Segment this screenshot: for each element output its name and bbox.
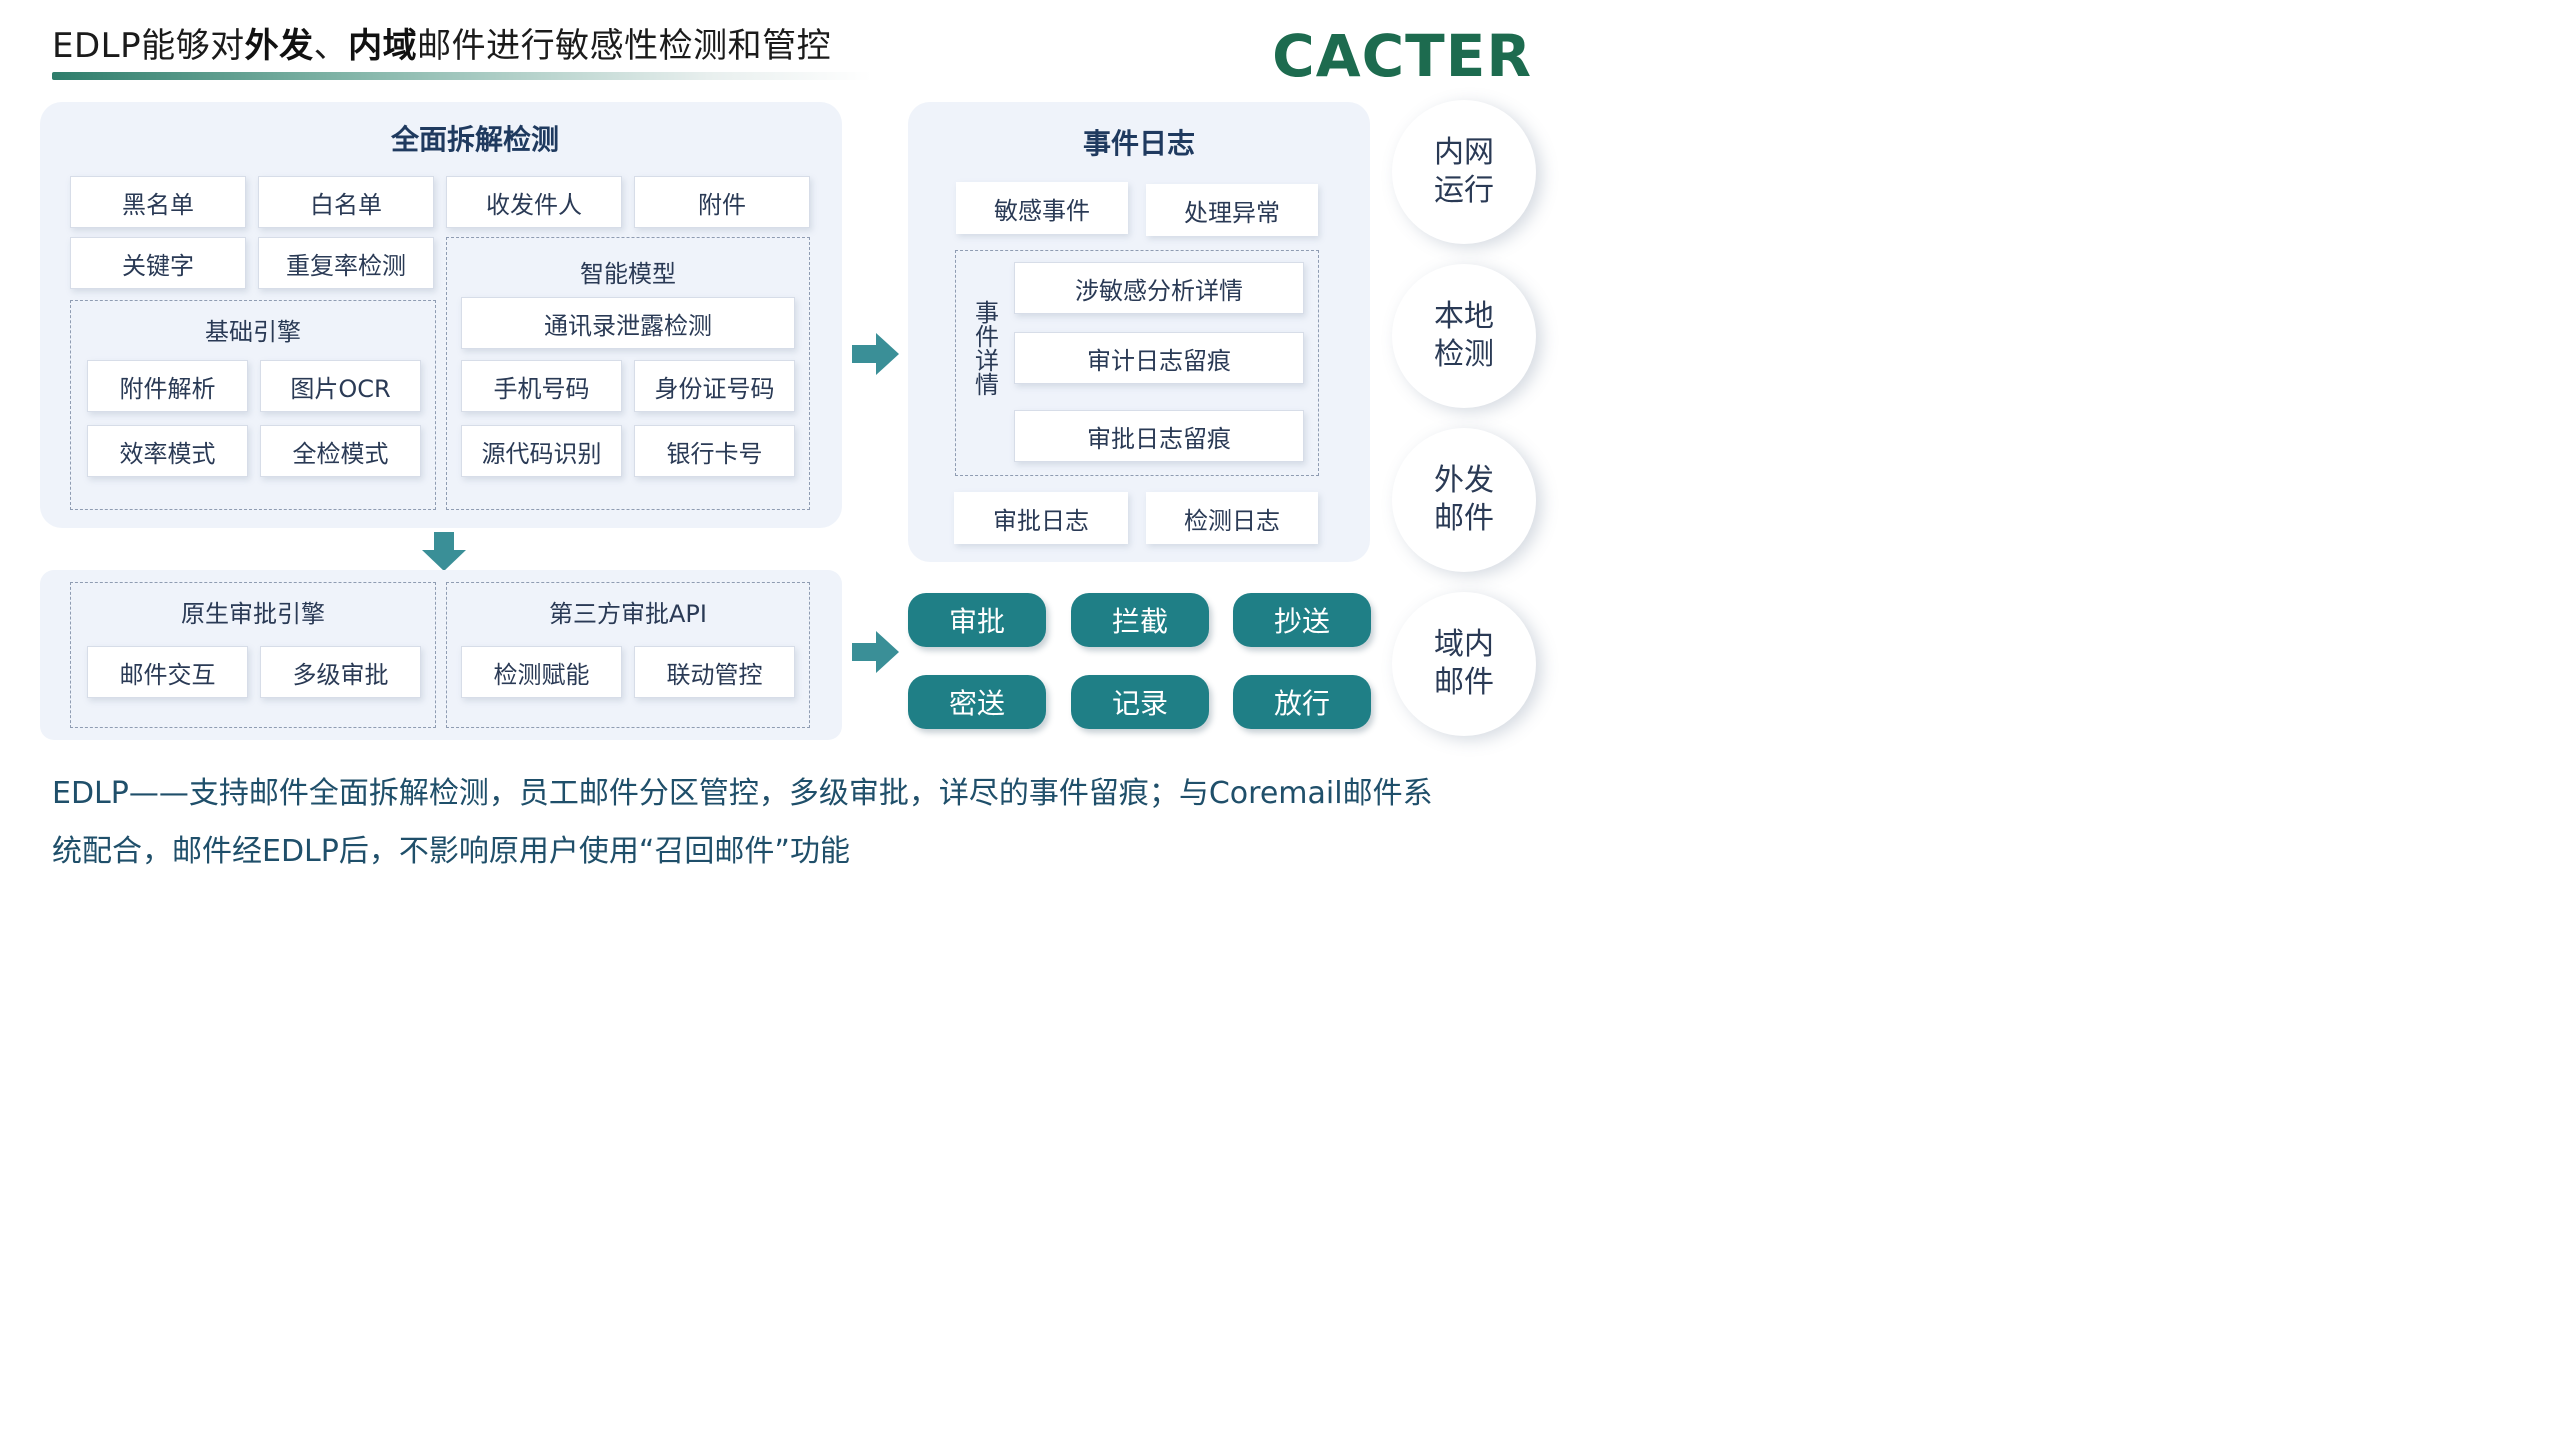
keyword-box: 关键字 bbox=[70, 237, 246, 289]
event-detail-label-text: 事件详情 bbox=[970, 300, 999, 396]
basic-engine-group bbox=[70, 300, 436, 510]
processing-exception-box: 处理异常 bbox=[1146, 184, 1318, 236]
page-title: EDLP能够对外发、内域邮件进行敏感性检测和管控 bbox=[52, 18, 831, 67]
title-underline bbox=[52, 72, 872, 80]
attachment-parse-box: 附件解析 bbox=[87, 360, 248, 412]
right-arrow-icon bbox=[852, 630, 900, 674]
scenario-intranet: 内网 运行 bbox=[1392, 100, 1536, 244]
audit-log-trace-box: 审计日志留痕 bbox=[1014, 332, 1304, 384]
smart-model-title: 智能模型 bbox=[580, 260, 676, 288]
source-code-box: 源代码识别 bbox=[461, 425, 622, 477]
title-separator: 、 bbox=[313, 26, 349, 66]
scenario-local-detect: 本地 检测 bbox=[1392, 264, 1536, 408]
title-bold-internal: 内域 bbox=[348, 26, 418, 66]
approve-button[interactable]: 审批 bbox=[908, 593, 1046, 647]
scenario-outbound-mail: 外发 邮件 bbox=[1392, 428, 1536, 572]
detection-panel-title: 全面拆解检测 bbox=[390, 123, 559, 156]
scenario-outbound-mail-label: 外发 邮件 bbox=[1434, 463, 1494, 536]
attachment-box: 附件 bbox=[634, 176, 810, 228]
scenario-local-detect-label: 本地 检测 bbox=[1434, 299, 1494, 372]
approval-log-box: 审批日志 bbox=[954, 492, 1128, 544]
native-approval-group bbox=[70, 582, 436, 728]
third-party-api-title: 第三方审批API bbox=[549, 600, 707, 628]
right-arrow-icon bbox=[852, 332, 900, 376]
sender-receiver-box: 收发件人 bbox=[446, 176, 622, 228]
scenario-internal-mail: 域内 邮件 bbox=[1392, 592, 1536, 736]
third-party-api-group bbox=[446, 582, 810, 728]
record-button[interactable]: 记录 bbox=[1071, 675, 1209, 729]
scenario-intranet-label: 内网 运行 bbox=[1434, 135, 1494, 208]
efficiency-mode-box: 效率模式 bbox=[87, 425, 248, 477]
full-check-mode-box: 全检模式 bbox=[260, 425, 421, 477]
bank-card-box: 银行卡号 bbox=[634, 425, 795, 477]
mail-interaction-box: 邮件交互 bbox=[87, 646, 248, 698]
detect-empower-box: 检测赋能 bbox=[461, 646, 622, 698]
id-number-box: 身份证号码 bbox=[634, 360, 795, 412]
image-ocr-box: 图片OCR bbox=[260, 360, 421, 412]
multi-level-approval-box: 多级审批 bbox=[260, 646, 421, 698]
duplicate-rate-box: 重复率检测 bbox=[258, 237, 434, 289]
contact-leak-box: 通讯录泄露检测 bbox=[461, 297, 795, 349]
whitelist-box: 白名单 bbox=[258, 176, 434, 228]
basic-engine-title: 基础引擎 bbox=[205, 318, 301, 346]
approval-log-trace-box: 审批日志留痕 bbox=[1014, 410, 1304, 462]
release-button[interactable]: 放行 bbox=[1233, 675, 1371, 729]
event-detail-label: 事件详情 bbox=[964, 300, 1004, 396]
footer-line-2: 统配合，邮件经EDLP后，不影响原用户使用“召回邮件”功能 bbox=[52, 834, 850, 869]
sensitive-analysis-detail-box: 涉敏感分析详情 bbox=[1014, 262, 1304, 314]
event-log-title: 事件日志 bbox=[1082, 127, 1195, 160]
footer-line-1: EDLP——支持邮件全面拆解检测，员工邮件分区管控，多级审批，详尽的事件留痕；与… bbox=[52, 776, 1433, 811]
native-approval-title: 原生审批引擎 bbox=[181, 600, 325, 628]
title-prefix: EDLP能够对 bbox=[52, 26, 245, 66]
brand-logo: CACTER bbox=[1272, 22, 1532, 90]
blacklist-box: 黑名单 bbox=[70, 176, 246, 228]
cc-button[interactable]: 抄送 bbox=[1233, 593, 1371, 647]
down-arrow-icon bbox=[421, 532, 467, 572]
phone-number-box: 手机号码 bbox=[461, 360, 622, 412]
event-detail-group bbox=[955, 250, 1319, 476]
smart-model-group bbox=[446, 237, 810, 510]
intercept-button[interactable]: 拦截 bbox=[1071, 593, 1209, 647]
detection-log-box: 检测日志 bbox=[1146, 492, 1318, 544]
linkage-control-box: 联动管控 bbox=[634, 646, 795, 698]
title-bold-outbound: 外发 bbox=[244, 26, 314, 66]
scenario-internal-mail-label: 域内 邮件 bbox=[1434, 627, 1494, 700]
bcc-button[interactable]: 密送 bbox=[908, 675, 1046, 729]
title-suffix: 邮件进行敏感性检测和管控 bbox=[417, 26, 832, 66]
sensitive-event-box: 敏感事件 bbox=[956, 182, 1128, 234]
